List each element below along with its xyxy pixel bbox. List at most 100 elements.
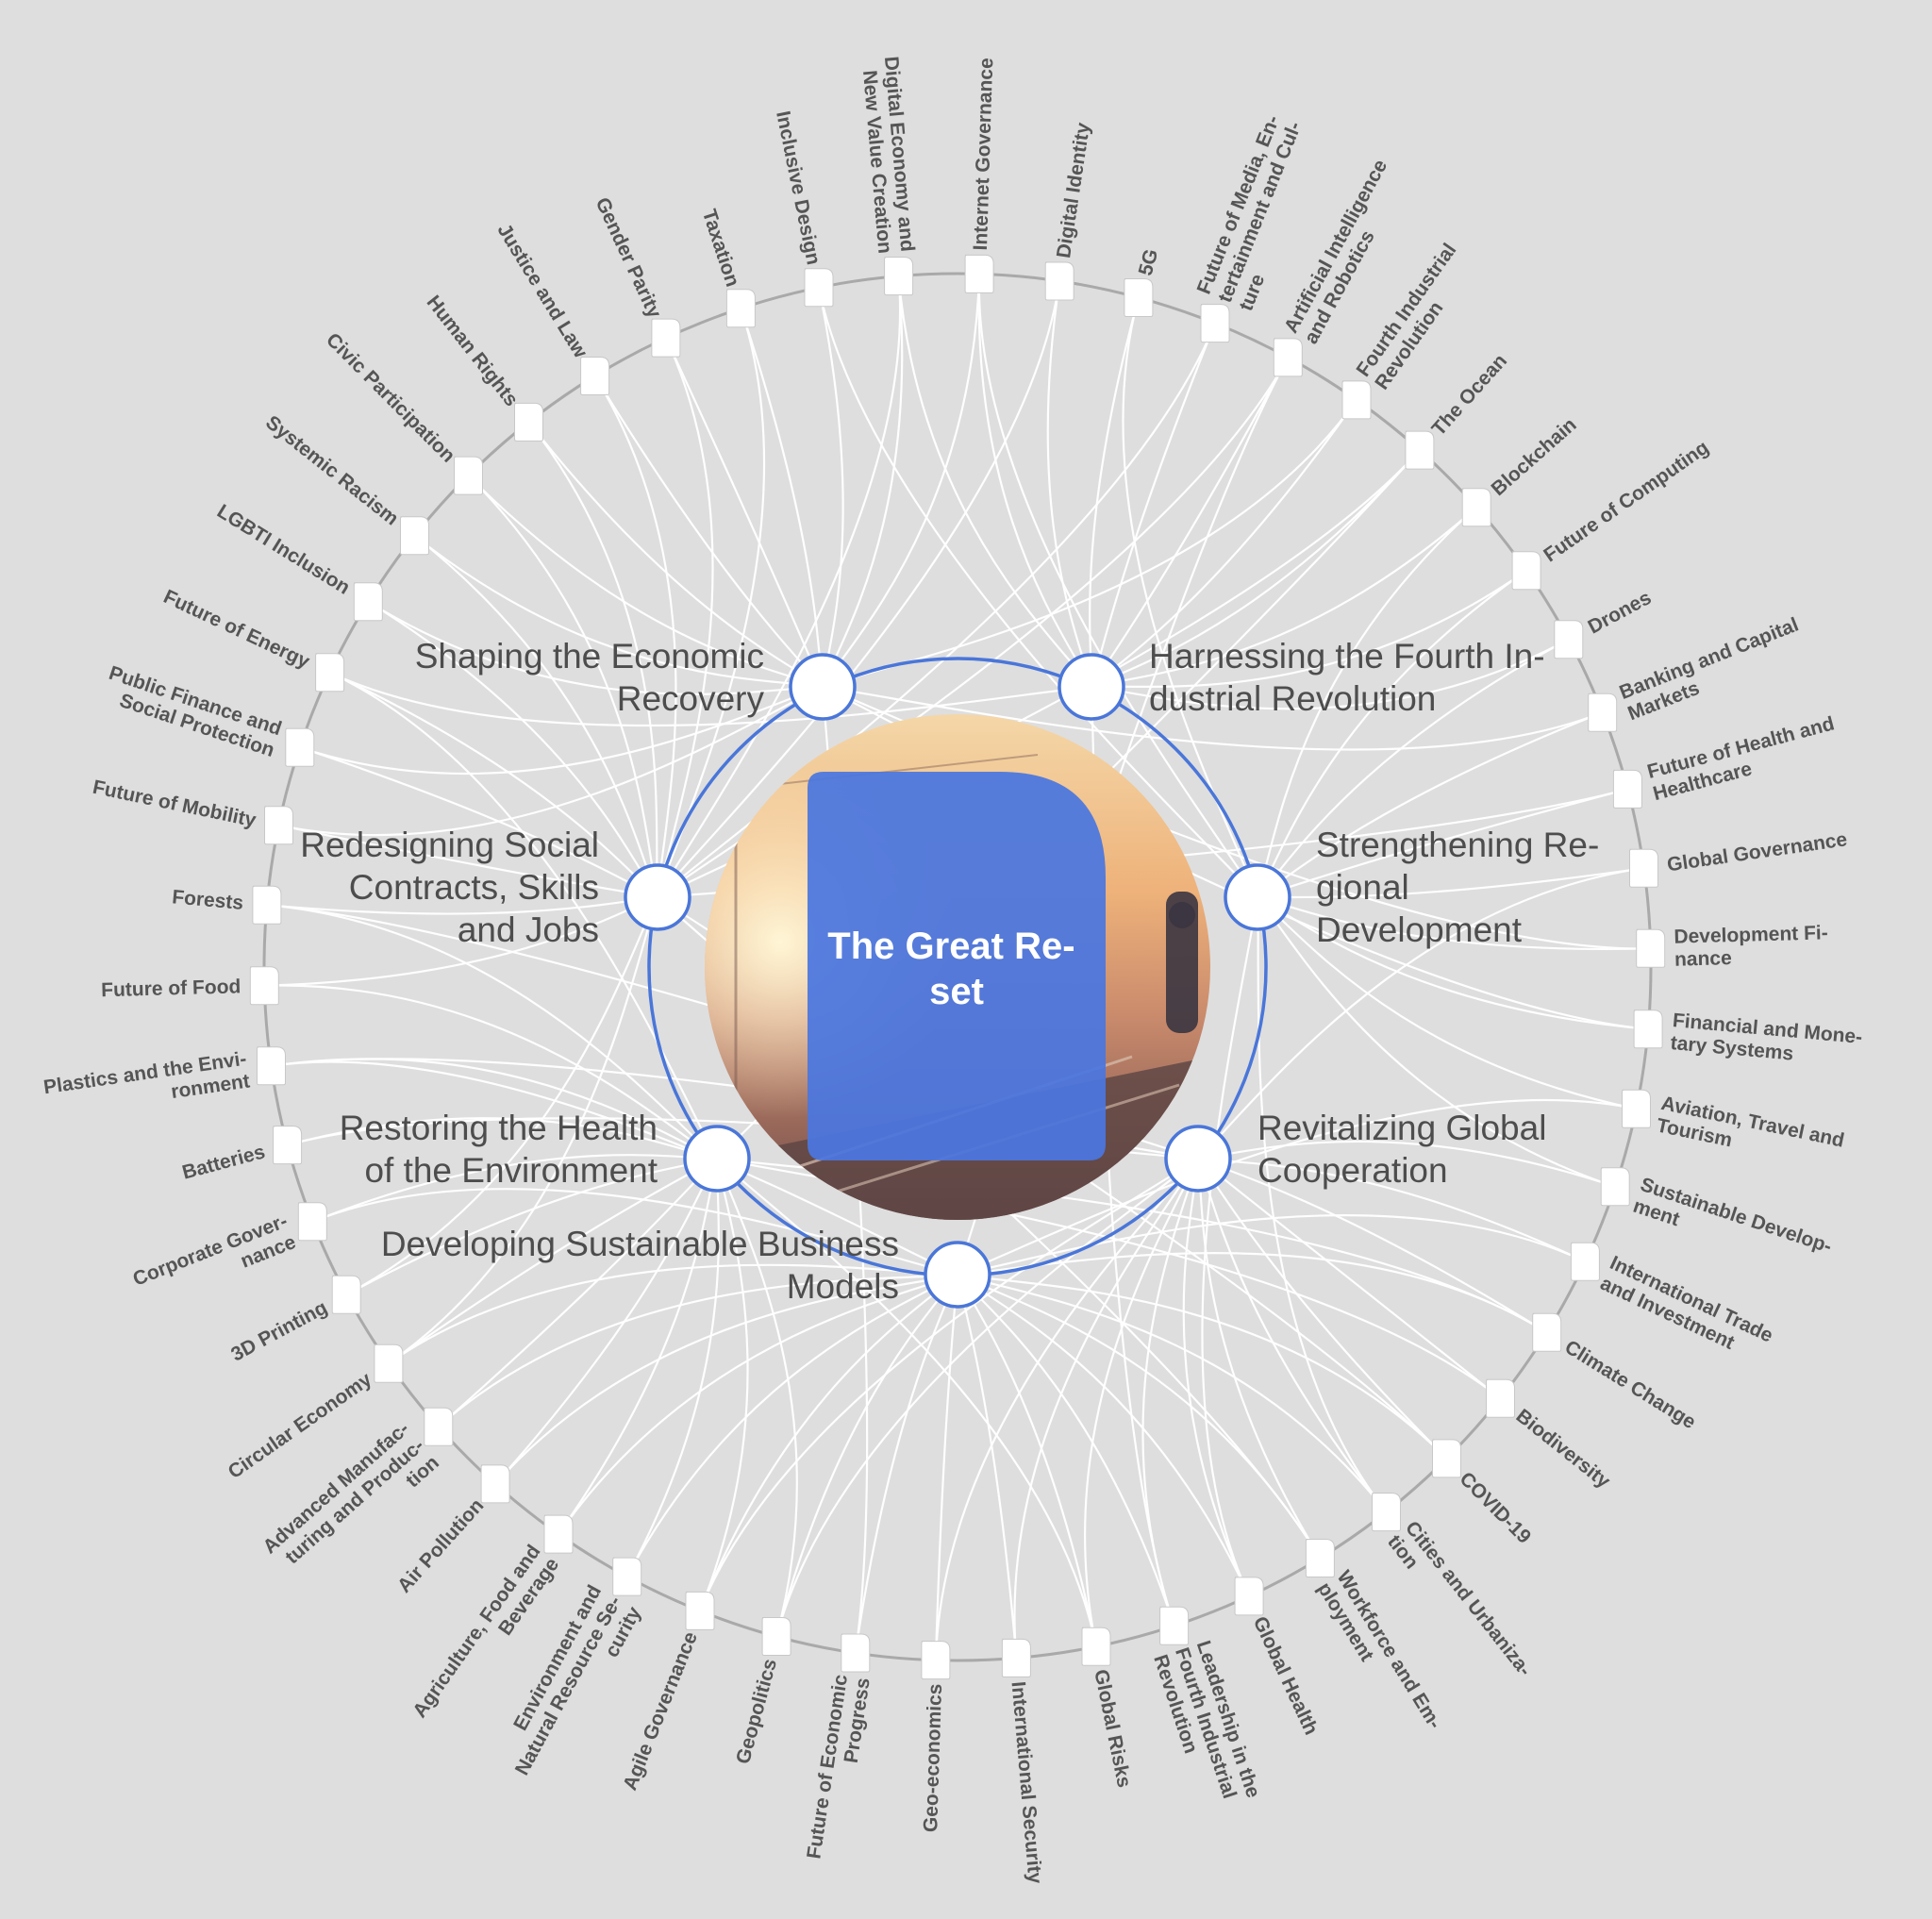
topic-card[interactable] <box>331 1275 361 1314</box>
topic-node[interactable] <box>1486 1378 1515 1418</box>
topic-node[interactable] <box>761 1617 791 1656</box>
theme-node-fourth[interactable] <box>1058 653 1125 721</box>
topic-card[interactable] <box>725 289 756 328</box>
topic-card[interactable] <box>1432 1439 1461 1478</box>
topic-card[interactable] <box>1341 380 1372 420</box>
topic-card[interactable] <box>1081 1627 1111 1666</box>
topic-card[interactable] <box>514 402 543 442</box>
topic-node[interactable] <box>1044 261 1074 301</box>
topic-node[interactable] <box>252 885 282 925</box>
theme-node-business[interactable] <box>924 1241 991 1309</box>
topic-node[interactable] <box>1554 620 1584 659</box>
topic-node[interactable] <box>331 1275 361 1314</box>
topic-card[interactable] <box>804 268 834 308</box>
topic-node[interactable] <box>454 456 483 495</box>
topic-node[interactable] <box>1622 1089 1651 1128</box>
topic-node[interactable] <box>249 966 279 1006</box>
topic-card[interactable] <box>1612 769 1642 809</box>
topic-card[interactable] <box>400 516 429 556</box>
topic-card[interactable] <box>257 1046 286 1086</box>
topic-card[interactable] <box>543 1514 574 1554</box>
topic-card[interactable] <box>685 1591 715 1630</box>
topic-node[interactable] <box>1633 1010 1663 1049</box>
topic-card[interactable] <box>1124 278 1154 317</box>
topic-node[interactable] <box>1532 1312 1562 1352</box>
topic-card[interactable] <box>252 885 282 925</box>
topic-node[interactable] <box>884 257 914 296</box>
topic-card[interactable] <box>1511 551 1541 591</box>
topic-card[interactable] <box>1633 1010 1663 1049</box>
topic-node[interactable] <box>315 653 345 693</box>
topic-node[interactable] <box>1629 848 1658 888</box>
theme-node-regional[interactable] <box>1224 863 1291 931</box>
topic-card[interactable] <box>1588 693 1618 732</box>
topic-card[interactable] <box>424 1407 454 1446</box>
topic-card[interactable] <box>315 653 345 693</box>
topic-card[interactable] <box>1600 1167 1630 1207</box>
topic-node[interactable] <box>273 1126 303 1165</box>
topic-card[interactable] <box>1636 928 1666 968</box>
topic-node[interactable] <box>1081 1627 1111 1666</box>
topic-card[interactable] <box>454 456 483 495</box>
topic-card[interactable] <box>921 1641 951 1680</box>
theme-node-global[interactable] <box>1164 1125 1232 1193</box>
topic-node[interactable] <box>424 1407 454 1446</box>
topic-card[interactable] <box>285 727 315 767</box>
topic-node[interactable] <box>353 582 383 622</box>
topic-node[interactable] <box>921 1641 951 1680</box>
topic-node[interactable] <box>580 357 610 395</box>
topic-node[interactable] <box>400 516 429 556</box>
topic-card[interactable] <box>1570 1242 1600 1281</box>
topic-node[interactable] <box>285 727 315 767</box>
topic-node[interactable] <box>1405 430 1435 470</box>
topic-card[interactable] <box>651 318 681 358</box>
topic-node[interactable] <box>257 1046 286 1086</box>
topic-node[interactable] <box>1305 1539 1335 1577</box>
topic-node[interactable] <box>1461 488 1491 527</box>
topic-node[interactable] <box>1636 928 1666 968</box>
topic-card[interactable] <box>1622 1089 1651 1128</box>
topic-node[interactable] <box>1612 769 1642 809</box>
topic-card[interactable] <box>297 1202 327 1242</box>
topic-node[interactable] <box>1200 304 1230 343</box>
topic-card[interactable] <box>1405 430 1435 470</box>
topic-node[interactable] <box>1570 1242 1600 1281</box>
topic-card[interactable] <box>1200 304 1230 343</box>
topic-node[interactable] <box>841 1633 871 1673</box>
topic-card[interactable] <box>1305 1539 1335 1577</box>
topic-node[interactable] <box>1588 693 1618 732</box>
topic-card[interactable] <box>264 806 293 845</box>
topic-card[interactable] <box>249 966 279 1006</box>
topic-node[interactable] <box>1273 338 1303 377</box>
topic-card[interactable] <box>884 257 914 296</box>
topic-node[interactable] <box>1511 551 1541 591</box>
topic-node[interactable] <box>297 1202 327 1242</box>
topic-node[interactable] <box>264 806 293 845</box>
topic-node[interactable] <box>804 268 834 308</box>
topic-node[interactable] <box>1341 380 1372 420</box>
topic-card[interactable] <box>353 582 383 622</box>
topic-card[interactable] <box>480 1464 510 1504</box>
topic-node[interactable] <box>1001 1638 1031 1677</box>
topic-card[interactable] <box>1532 1312 1562 1352</box>
topic-card[interactable] <box>1159 1606 1190 1645</box>
topic-card[interactable] <box>841 1633 871 1673</box>
theme-node-environment[interactable] <box>683 1125 751 1193</box>
topic-node[interactable] <box>725 289 756 328</box>
topic-node[interactable] <box>514 402 543 442</box>
topic-node[interactable] <box>651 318 681 358</box>
topic-node[interactable] <box>1432 1439 1461 1478</box>
topic-node[interactable] <box>685 1591 715 1630</box>
topic-node[interactable] <box>1600 1167 1630 1207</box>
topic-node[interactable] <box>543 1514 574 1554</box>
topic-node[interactable] <box>1372 1493 1401 1532</box>
theme-node-economic[interactable] <box>789 653 857 721</box>
topic-card[interactable] <box>1044 261 1074 301</box>
topic-node[interactable] <box>1234 1577 1264 1616</box>
topic-card[interactable] <box>612 1557 642 1596</box>
theme-node-social[interactable] <box>624 863 691 931</box>
topic-node[interactable] <box>964 254 994 293</box>
topic-card[interactable] <box>1234 1577 1264 1616</box>
topic-node[interactable] <box>480 1464 510 1504</box>
topic-node[interactable] <box>612 1557 642 1596</box>
